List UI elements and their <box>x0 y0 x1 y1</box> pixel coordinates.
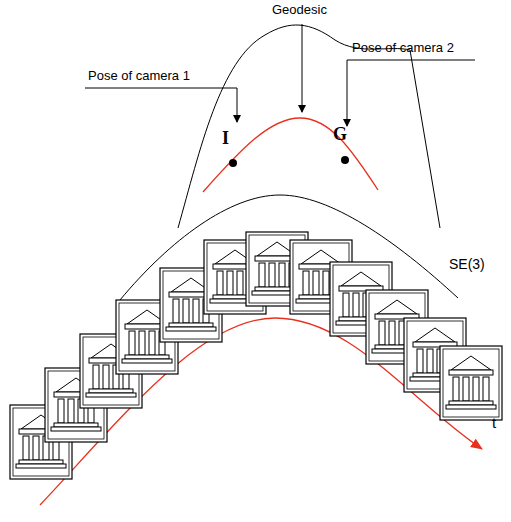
temple-step <box>125 355 169 359</box>
temple-column <box>237 271 243 295</box>
time-curve <box>40 318 482 505</box>
temple-step <box>166 327 216 331</box>
leader-line <box>302 24 303 112</box>
frame-border <box>440 346 502 420</box>
group-label: SE(3) <box>447 256 487 272</box>
temple-roof <box>377 300 417 314</box>
temple-column <box>427 349 433 373</box>
temple-column <box>313 271 319 295</box>
temple-roof <box>341 272 381 286</box>
temple-column <box>173 299 179 323</box>
temple-step <box>449 401 493 405</box>
temple-step <box>122 359 172 363</box>
temple-column <box>33 436 39 460</box>
callout-label: Pose of camera 2 <box>352 41 454 56</box>
temple-roof <box>415 328 455 342</box>
temple-column <box>483 377 489 401</box>
temple-column <box>389 321 395 345</box>
temple-column <box>103 365 109 389</box>
temple-column <box>68 399 74 423</box>
temple-column <box>417 349 423 373</box>
temple-column <box>343 293 349 317</box>
axis-label: t <box>492 414 496 431</box>
temple-column <box>303 271 309 295</box>
temple-step <box>446 405 496 409</box>
leader-line <box>85 88 237 122</box>
temple-step <box>89 389 133 393</box>
pose-dot <box>229 159 237 167</box>
image-frame <box>440 346 502 420</box>
leader-line <box>347 60 475 126</box>
pose-label: G <box>333 124 347 145</box>
temple-column <box>353 293 359 317</box>
temple-column <box>379 321 385 345</box>
image-sequence <box>10 232 502 479</box>
temple-beam <box>449 370 493 375</box>
manifold-outline <box>178 25 440 228</box>
temple-column <box>453 377 459 401</box>
callout-label: Geodesic <box>272 3 327 18</box>
temple-column <box>149 331 155 355</box>
temple-column <box>23 436 29 460</box>
temple-step <box>54 423 98 427</box>
temple-column <box>139 331 145 355</box>
pose-dot <box>341 156 349 164</box>
temple-column <box>183 299 189 323</box>
pose-label: I <box>222 128 229 149</box>
temple-column <box>193 299 199 323</box>
temple-column <box>463 377 469 401</box>
callout-label: Pose of camera 1 <box>88 69 190 84</box>
temple-column <box>129 331 135 355</box>
temple-step <box>19 460 63 464</box>
temple-step <box>86 393 136 397</box>
temple-column <box>279 263 285 287</box>
temple-step <box>16 464 66 468</box>
frame-inner <box>443 349 499 417</box>
temple-column <box>323 271 329 295</box>
temple-column <box>58 399 64 423</box>
temple-column <box>217 271 223 295</box>
temple-step <box>169 323 213 327</box>
temple-column <box>259 263 265 287</box>
temple-column <box>269 263 275 287</box>
geodesic-curve <box>203 118 378 192</box>
temple-step <box>51 427 101 431</box>
temple-roof <box>451 356 491 370</box>
temple-column <box>227 271 233 295</box>
temple-column <box>473 377 479 401</box>
temple-column <box>93 365 99 389</box>
